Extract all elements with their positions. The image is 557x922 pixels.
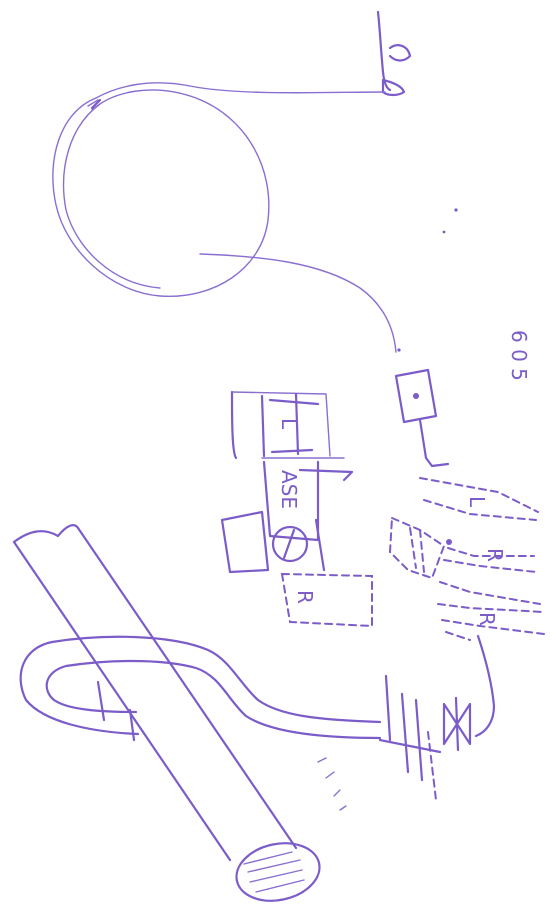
small-marks <box>318 758 346 810</box>
fiber-lead-bottom <box>200 254 396 352</box>
fiber-loop <box>21 637 380 734</box>
label-l-coupler: L <box>465 496 489 508</box>
fiber-bundle <box>380 676 440 800</box>
numbers-label: 6 0 5 <box>507 330 531 381</box>
fiber-coupler-to-isolator <box>476 636 494 736</box>
fiber-connector-icon <box>396 370 448 466</box>
marks <box>397 208 457 351</box>
label-r-coupler-mid: R <box>483 548 507 562</box>
label-r-ase: R <box>293 590 317 604</box>
label-ase: ASE <box>277 470 301 509</box>
label-r-coupler-bottom: R <box>475 612 499 626</box>
fiber-end-mount <box>378 12 410 95</box>
label-l-ase-top: L <box>277 418 301 430</box>
waveguide-tube-icon <box>14 525 325 908</box>
fiber-coil-icon <box>53 90 269 296</box>
optical-isolator-icon <box>444 698 470 750</box>
